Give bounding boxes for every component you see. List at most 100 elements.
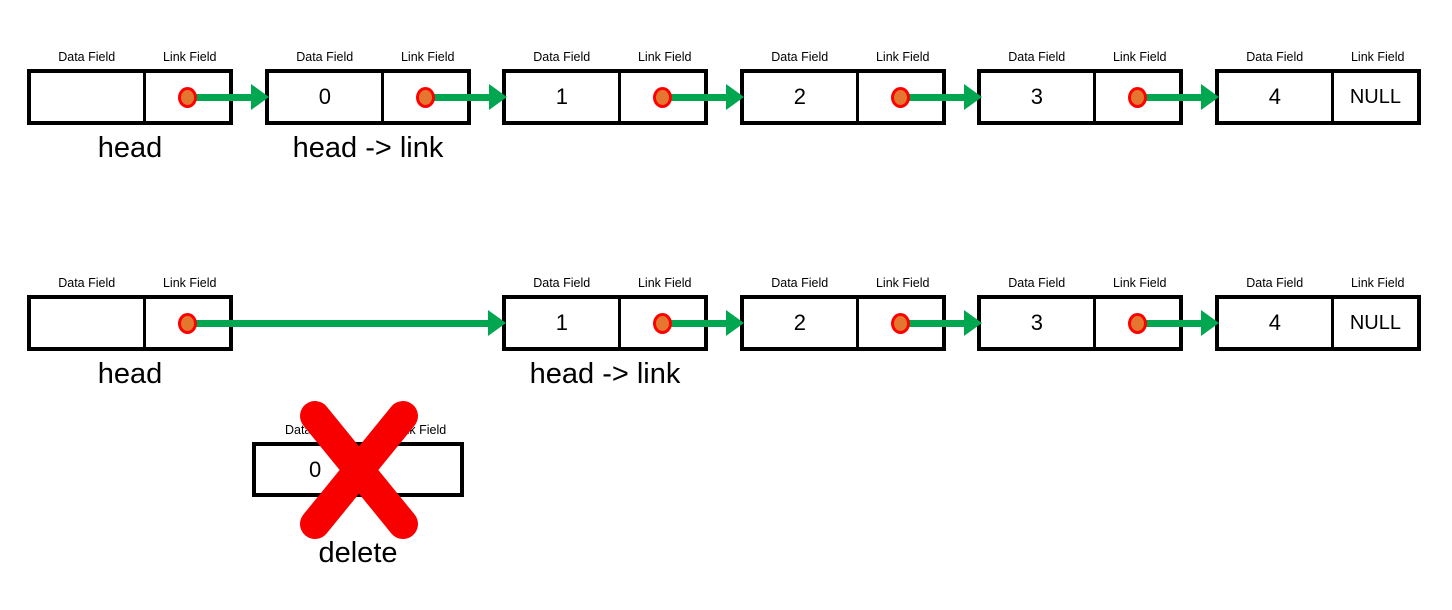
field-labels: Data Field Link Field — [740, 274, 946, 295]
node-value: 0 — [309, 456, 322, 482]
field-labels: Data Field Link Field — [977, 274, 1183, 295]
head-caption: head — [97, 358, 163, 390]
data-field-cell: 2 — [744, 299, 859, 347]
link-pointer-dot-icon — [652, 312, 672, 334]
list-node-1-after: Data Field Link Field 1 — [502, 274, 708, 351]
arrow-shaft — [900, 319, 966, 327]
pointer-arrow — [662, 84, 744, 110]
data-field-label: Data Field — [1246, 275, 1304, 290]
head-link-caption: head -> link — [529, 358, 681, 390]
pointer-arrow-long — [187, 310, 506, 336]
data-field-cell — [31, 73, 146, 121]
link-field-cell — [859, 299, 942, 347]
link-field-label: Link Field — [1112, 49, 1167, 64]
data-field-label: Data Field — [1008, 49, 1066, 64]
arrow-head-icon — [1201, 310, 1219, 336]
delete-x-icon — [300, 401, 418, 539]
data-field-cell: 2 — [744, 73, 859, 121]
pointer-arrow — [187, 84, 269, 110]
arrow-shaft — [425, 93, 491, 101]
link-field-cell — [621, 299, 704, 347]
field-labels: Data Field Link Field — [1215, 274, 1421, 295]
null-label: NULL — [1349, 312, 1401, 334]
data-field-label: Data Field — [1246, 49, 1304, 64]
node-value: 4 — [1268, 310, 1282, 335]
arrow-head-icon — [251, 84, 269, 110]
node-box: 4 NULL — [1215, 295, 1421, 351]
arrow-shaft — [1137, 93, 1203, 101]
data-field-cell: 1 — [506, 299, 621, 347]
data-field-label: Data Field — [771, 49, 829, 64]
arrow-head-icon — [726, 84, 744, 110]
link-pointer-dot-icon — [177, 86, 197, 108]
arrow-shaft — [1137, 319, 1203, 327]
link-pointer-dot-icon — [652, 86, 672, 108]
null-label: NULL — [1349, 86, 1401, 108]
node-box: 1 — [502, 295, 708, 351]
link-field-label: Link Field — [1350, 275, 1405, 290]
link-field-cell — [146, 73, 229, 121]
arrow-shaft — [187, 93, 253, 101]
data-field-cell: 4 — [1219, 299, 1334, 347]
link-field-cell — [859, 73, 942, 121]
list-node-4-after: Data Field Link Field 4 NULL — [1215, 274, 1421, 351]
link-pointer-dot-icon — [1127, 312, 1147, 334]
data-field-cell: 0 — [256, 446, 374, 493]
data-field-label: Data Field — [533, 275, 591, 290]
head-caption: head — [97, 132, 163, 164]
data-field-label: Data Field — [296, 49, 354, 64]
data-field-cell — [31, 299, 146, 347]
node-value: 2 — [793, 310, 807, 335]
field-labels: Data Field Link Field — [740, 48, 946, 69]
list-node-0: Data Field Link Field 0 — [265, 48, 471, 125]
node-value: 4 — [1268, 84, 1282, 109]
link-field-cell — [384, 73, 467, 121]
data-field-cell: 0 — [269, 73, 384, 121]
pointer-arrow — [900, 310, 982, 336]
field-labels: Data Field Link Field — [502, 274, 708, 295]
arrow-shaft — [662, 319, 728, 327]
link-field-label: Link Field — [1112, 275, 1167, 290]
arrow-head-icon — [964, 84, 982, 110]
arrow-head-icon — [964, 310, 982, 336]
node-value: 1 — [555, 84, 569, 109]
pointer-arrow — [1137, 310, 1219, 336]
data-field-cell: 3 — [981, 73, 1096, 121]
field-labels: Data Field Link Field — [1215, 48, 1421, 69]
field-labels: Data Field Link Field — [265, 48, 471, 69]
data-field-label: Data Field — [1008, 275, 1066, 290]
node-box: 4 NULL — [1215, 69, 1421, 125]
data-field-cell: 4 — [1219, 73, 1334, 121]
link-field-cell: NULL — [1334, 73, 1417, 121]
link-field-cell — [621, 73, 704, 121]
field-labels: Data Field Link Field — [27, 48, 233, 69]
link-pointer-dot-icon — [890, 86, 910, 108]
data-field-label: Data Field — [771, 275, 829, 290]
link-field-label: Link Field — [162, 275, 217, 290]
link-field-cell — [1096, 73, 1179, 121]
node-value: 2 — [793, 84, 807, 109]
link-field-cell — [146, 299, 229, 347]
arrow-head-icon — [489, 84, 507, 110]
delete-caption: delete — [318, 537, 398, 569]
arrow-shaft — [187, 319, 490, 327]
arrow-head-icon — [1201, 84, 1219, 110]
pointer-arrow — [1137, 84, 1219, 110]
link-pointer-dot-icon — [177, 312, 197, 334]
link-field-label: Link Field — [637, 49, 692, 64]
link-pointer-dot-icon — [415, 86, 435, 108]
pointer-arrow — [425, 84, 507, 110]
head-link-caption: head -> link — [292, 132, 444, 164]
link-field-label: Link Field — [875, 275, 930, 290]
field-labels: Data Field Link Field — [502, 48, 708, 69]
link-field-label: Link Field — [1350, 49, 1405, 64]
node-value: 3 — [1030, 84, 1044, 109]
pointer-arrow — [662, 310, 744, 336]
field-labels: Data Field Link Field — [27, 274, 233, 295]
arrow-shaft — [662, 93, 728, 101]
link-pointer-dot-icon — [1127, 86, 1147, 108]
list-node-3-after: Data Field Link Field 3 — [977, 274, 1183, 351]
arrow-head-icon — [726, 310, 744, 336]
data-field-label: Data Field — [58, 49, 116, 64]
